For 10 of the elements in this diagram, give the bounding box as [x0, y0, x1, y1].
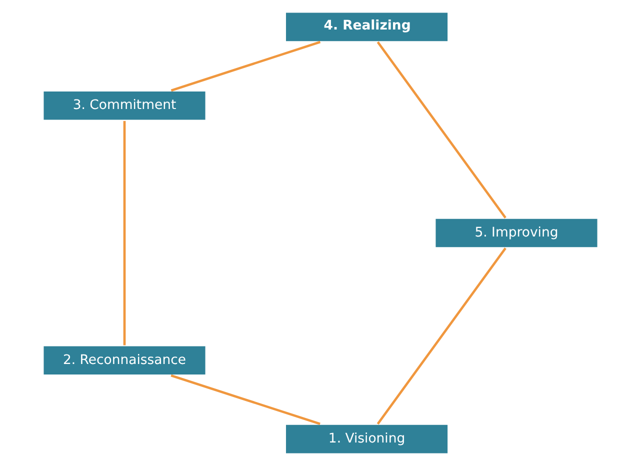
connector: [170, 40, 320, 92]
node-box: 1. Visioning: [284, 423, 449, 456]
node-box: 3. Commitment: [41, 90, 207, 122]
connector: [376, 41, 506, 219]
node-box: 5. Improving: [433, 216, 599, 250]
node-box: 2. Reconnaissance: [41, 344, 207, 376]
connector: [376, 247, 506, 425]
node-box: 4. Realizing: [284, 10, 449, 43]
connector: [122, 121, 126, 346]
connector: [170, 374, 320, 426]
